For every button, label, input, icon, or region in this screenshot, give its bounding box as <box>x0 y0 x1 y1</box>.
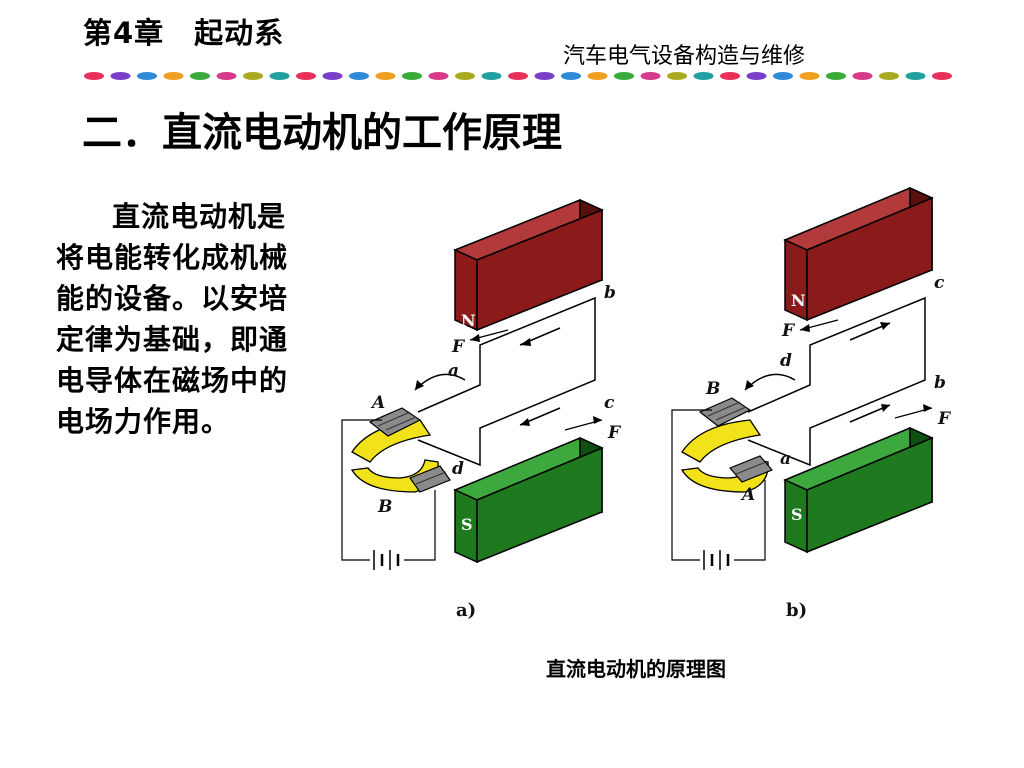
label-F1-a: F <box>451 337 466 357</box>
divider-dot <box>852 72 873 80</box>
label-F1-b: F <box>781 321 796 341</box>
divider-dot <box>640 72 661 80</box>
label-B-a: B <box>377 497 392 517</box>
label-c-b: c <box>934 273 945 293</box>
divider-dot <box>269 72 290 80</box>
page-title: 二．直流电动机的工作原理 <box>82 110 562 156</box>
south-label-b: S <box>791 505 803 524</box>
coil-a <box>417 296 596 467</box>
chapter-header: 第4章 起动系 <box>83 16 285 50</box>
label-F2-a: F <box>607 423 622 443</box>
label-a-a: a <box>448 361 459 381</box>
divider-dot <box>428 72 449 80</box>
divider-dot <box>190 72 210 80</box>
divider-dot <box>932 72 952 80</box>
divider-dot <box>243 72 263 80</box>
decorative-dot-divider <box>84 72 952 80</box>
divider-dot <box>349 72 369 80</box>
divider-dot <box>110 72 131 80</box>
divider-dot <box>693 72 714 80</box>
battery-b <box>703 550 730 570</box>
brush-b-top <box>698 397 752 427</box>
description-paragraph: 直流电动机是将电能转化成机械能的设备。以安培定律为基础，即通电导体在磁场中的电场… <box>56 200 289 438</box>
label-c-a: c <box>604 393 615 413</box>
sublabel-a: a) <box>456 600 476 621</box>
divider-dot <box>773 72 793 80</box>
label-a-b: a <box>780 449 791 469</box>
north-label-a: N <box>461 311 476 330</box>
north-label-b: N <box>791 291 806 310</box>
divider-dot <box>296 72 316 80</box>
book-title: 汽车电气设备构造与维修 <box>563 44 806 69</box>
circuit-a <box>341 419 382 561</box>
label-B-b: B <box>705 379 720 399</box>
divider-dot <box>402 72 422 80</box>
divider-dot <box>322 72 343 80</box>
figure-caption: 直流电动机的原理图 <box>546 657 726 681</box>
divider-dot <box>879 72 899 80</box>
divider-dot <box>826 72 846 80</box>
sublabel-b: b) <box>786 600 807 621</box>
dc-motor-diagram: N S <box>341 186 952 621</box>
circuit-b <box>671 409 712 561</box>
divider-dot <box>481 72 502 80</box>
divider-dot <box>534 72 555 80</box>
battery-a <box>373 550 400 570</box>
divider-dot <box>614 72 634 80</box>
north-magnet-a: N <box>453 198 604 332</box>
north-magnet-b: N <box>783 186 934 322</box>
divider-dot <box>375 72 396 80</box>
divider-dot <box>720 72 740 80</box>
divider-dot <box>667 72 687 80</box>
divider-dot <box>455 72 475 80</box>
south-magnet-a: S <box>453 436 604 564</box>
diagram-b: N S <box>671 186 952 621</box>
label-d-b: d <box>780 351 792 371</box>
divider-dot <box>561 72 581 80</box>
divider-dot <box>587 72 608 80</box>
divider-dot <box>799 72 820 80</box>
commutator-b <box>680 419 769 493</box>
diagram-a: N S <box>341 198 622 621</box>
brush-a-top <box>368 407 422 437</box>
south-label-a: S <box>461 515 473 534</box>
divider-dot <box>746 72 767 80</box>
brush-b-bottom <box>728 455 774 483</box>
divider-dot <box>905 72 926 80</box>
divider-dot <box>137 72 157 80</box>
label-b-b: b <box>934 373 946 393</box>
coil-b <box>747 296 926 467</box>
divider-dot <box>216 72 237 80</box>
label-d-a: d <box>452 459 464 479</box>
south-magnet-b: S <box>783 426 934 554</box>
label-A-a: A <box>370 393 385 413</box>
label-A-b: A <box>740 485 755 505</box>
label-F2-b: F <box>937 409 952 429</box>
divider-dot <box>163 72 184 80</box>
divider-dot <box>508 72 528 80</box>
brush-a-bottom <box>409 465 451 493</box>
label-b-a: b <box>604 283 616 303</box>
divider-dot <box>84 72 104 80</box>
